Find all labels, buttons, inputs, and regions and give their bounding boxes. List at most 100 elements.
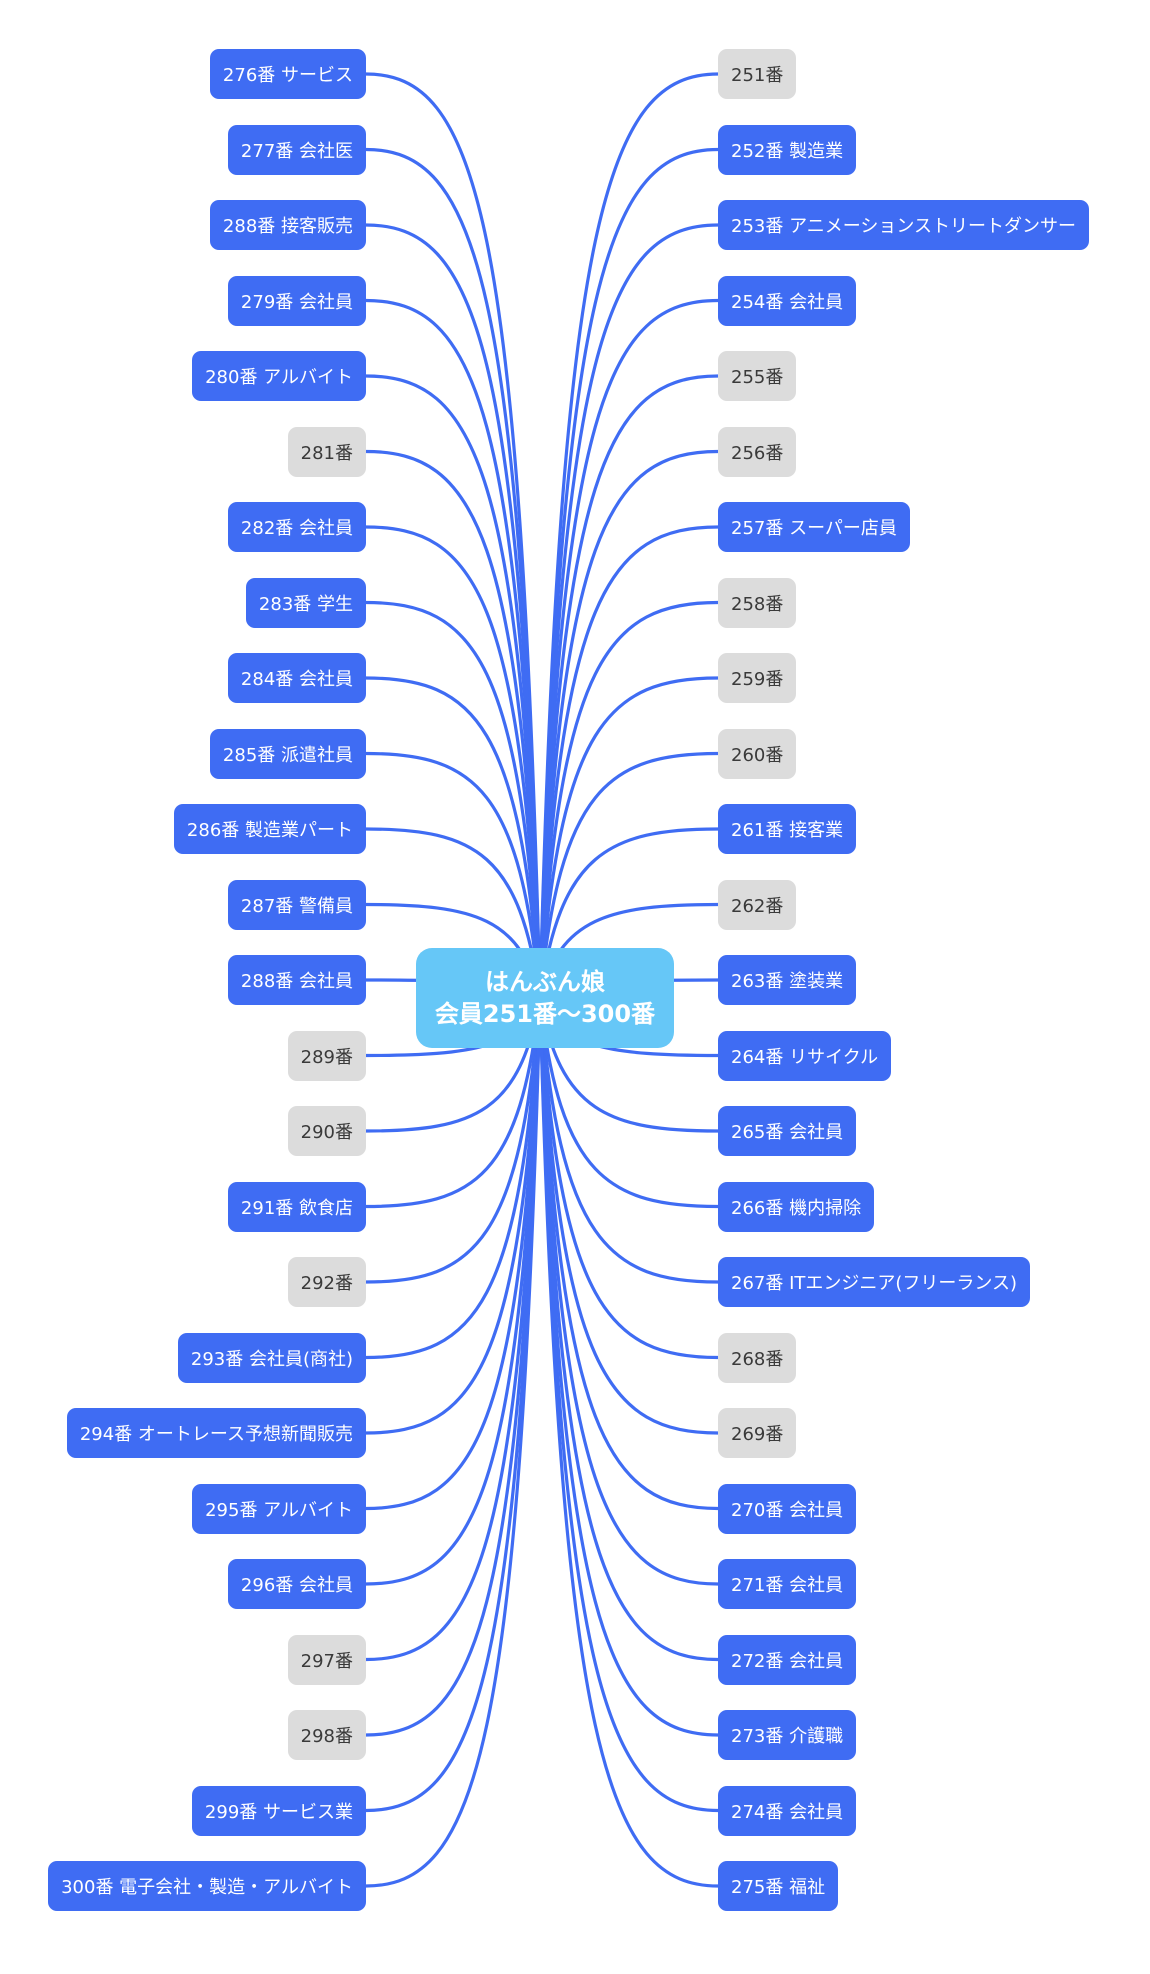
right-branch-node[interactable]: 273番 介護職	[718, 1710, 857, 1760]
branch-node-label: 257番 スーパー店員	[731, 518, 897, 539]
right-branch-node[interactable]: 255番	[718, 351, 797, 401]
right-branch-node[interactable]: 254番 会社員	[718, 275, 857, 326]
branch-node-label: 267番 ITエンジニア(フリーランス)	[731, 1273, 1018, 1294]
left-branch-node[interactable]: 279番 会社員	[227, 275, 366, 326]
left-branch-node[interactable]: 292番	[287, 1257, 366, 1307]
right-branch-node[interactable]: 270番 会社員	[718, 1483, 857, 1534]
right-branch-node[interactable]: 269番	[718, 1408, 797, 1458]
right-connector-curve	[538, 298, 720, 1000]
left-connector-curve	[364, 676, 542, 1000]
branch-node-label: 258番	[731, 593, 784, 615]
right-branch-node[interactable]: 253番 アニメーションストリートダンサー	[718, 200, 1089, 250]
left-branch-node[interactable]: 300番 電子会社・製造・アルバイト	[48, 1861, 366, 1911]
branch-node-label: 280番 アルバイト	[205, 367, 353, 388]
left-connector-curve	[364, 996, 542, 1737]
left-connector-curve	[364, 374, 542, 1000]
right-connector-curve	[538, 996, 720, 1511]
branch-node-label: 296番 会社員	[240, 1575, 353, 1596]
branch-node-label: 270番 会社員	[731, 1499, 844, 1521]
central-topic-subtitle: 会員251番〜300番	[434, 1000, 656, 1028]
right-branch-node[interactable]: 268番	[718, 1332, 797, 1383]
branch-node-label: 272番 会社員	[731, 1650, 844, 1672]
branch-node-label: 253番 アニメーションストリートダンサー	[731, 216, 1076, 237]
left-branch-node[interactable]: 283番 学生	[245, 577, 366, 628]
right-branch-node[interactable]: 265番 会社員	[718, 1106, 857, 1156]
right-branch-node[interactable]: 274番 会社員	[718, 1785, 857, 1836]
right-connector-curve	[538, 374, 720, 1000]
branch-node-label: 264番 リサイクル	[731, 1046, 879, 1068]
right-branch-node[interactable]: 257番 スーパー店員	[718, 502, 910, 552]
right-branch-node[interactable]: 267番 ITエンジニア(フリーランス)	[718, 1257, 1031, 1307]
right-branch-node[interactable]: 256番	[718, 426, 797, 477]
left-connector-curve	[364, 996, 542, 1511]
right-branch-node[interactable]: 262番	[718, 879, 797, 930]
right-branch-node[interactable]: 261番 接客業	[718, 804, 857, 854]
right-connector-curve	[538, 600, 720, 1000]
branch-node-label: 293番 会社員(商社)	[190, 1348, 353, 1370]
left-branch-node[interactable]: 281番	[287, 426, 366, 477]
left-branch-node[interactable]: 297番	[287, 1634, 366, 1685]
right-connector-curve	[538, 996, 720, 1662]
left-branch-node[interactable]: 282番 会社員	[227, 502, 366, 552]
branch-node-label: 276番 サービス	[222, 65, 353, 86]
left-branch-node[interactable]: 295番 アルバイト	[192, 1483, 366, 1534]
left-branch-node[interactable]: 290番	[287, 1106, 366, 1156]
left-branch-node[interactable]: 296番 会社員	[227, 1559, 366, 1609]
branch-node-label: 261番 接客業	[731, 820, 844, 841]
left-branch-node[interactable]: 277番 会社医	[227, 124, 366, 175]
branch-node-label: 288番 接客販売	[222, 216, 353, 237]
branch-node-label: 287番 警備員	[240, 895, 353, 917]
right-connector-curve	[538, 525, 720, 1000]
right-connector-curve	[538, 751, 720, 1000]
branch-node-label: 281番	[300, 442, 353, 464]
left-branch-node[interactable]: 288番 接客販売	[209, 200, 366, 250]
left-connector-curve	[364, 751, 542, 1000]
branch-node-label: 286番 製造業パート	[186, 820, 353, 841]
left-branch-node[interactable]: 287番 警備員	[227, 879, 366, 930]
right-branch-node[interactable]: 264番 リサイクル	[718, 1030, 892, 1081]
right-branch-node[interactable]: 271番 会社員	[718, 1559, 857, 1609]
branch-node-label: 277番 会社医	[240, 140, 353, 162]
branch-node-label: 291番 飲食店	[240, 1197, 353, 1219]
right-connector-curve	[538, 223, 720, 1000]
branch-node-label: 262番	[731, 895, 784, 917]
left-branch-node[interactable]: 280番 アルバイト	[192, 351, 366, 401]
left-branch-node[interactable]: 286番 製造業パート	[173, 804, 366, 854]
right-branch-node[interactable]: 275番 福祉	[718, 1861, 839, 1911]
central-topic-node[interactable]: はんぶん娘 会員251番〜300番	[416, 948, 674, 1048]
branch-node-label: 282番 会社員	[240, 518, 353, 539]
right-connector-curve	[538, 996, 720, 1209]
right-branch-node[interactable]: 252番 製造業	[718, 124, 857, 175]
left-branch-node[interactable]: 298番	[287, 1710, 366, 1760]
branch-node-label: 265番 会社員	[731, 1122, 844, 1143]
branch-node-label: 299番 サービス業	[204, 1801, 353, 1823]
right-branch-node[interactable]: 251番	[718, 49, 797, 99]
left-branch-node[interactable]: 291番 飲食店	[227, 1181, 366, 1232]
left-branch-node[interactable]: 294番 オートレース予想新聞販売	[66, 1408, 366, 1458]
left-branch-node[interactable]: 289番	[287, 1030, 366, 1081]
right-branch-node[interactable]: 272番 会社員	[718, 1634, 857, 1685]
right-branch-node[interactable]: 260番	[718, 728, 797, 779]
left-branch-node[interactable]: 293番 会社員(商社)	[177, 1332, 366, 1383]
branch-node-label: 288番 会社員	[240, 971, 353, 992]
branch-node-label: 256番	[731, 442, 784, 464]
left-branch-node[interactable]: 276番 サービス	[209, 49, 366, 99]
left-branch-node[interactable]: 285番 派遣社員	[209, 728, 366, 779]
branch-node-label: 266番 機内掃除	[731, 1197, 862, 1219]
branch-node-label: 290番	[300, 1122, 353, 1143]
left-branch-node[interactable]: 284番 会社員	[227, 653, 366, 703]
left-branch-node[interactable]: 288番 会社員	[227, 955, 366, 1005]
branch-node-label: 300番 電子会社・製造・アルバイト	[61, 1877, 353, 1898]
right-branch-node[interactable]: 259番	[718, 653, 797, 703]
right-branch-node[interactable]: 266番 機内掃除	[718, 1181, 875, 1232]
right-branch-node[interactable]: 263番 塗装業	[718, 955, 857, 1005]
branch-node-label: 289番	[300, 1046, 353, 1068]
branch-node-label: 259番	[731, 669, 784, 690]
left-connector-curve	[364, 996, 542, 1209]
left-branch-node[interactable]: 299番 サービス業	[191, 1785, 366, 1836]
left-connector-curve	[364, 996, 542, 1662]
branch-node-label: 255番	[731, 367, 784, 388]
branch-node-label: 279番 会社員	[240, 291, 353, 313]
branch-node-label: 284番 会社員	[240, 669, 353, 690]
right-branch-node[interactable]: 258番	[718, 577, 797, 628]
